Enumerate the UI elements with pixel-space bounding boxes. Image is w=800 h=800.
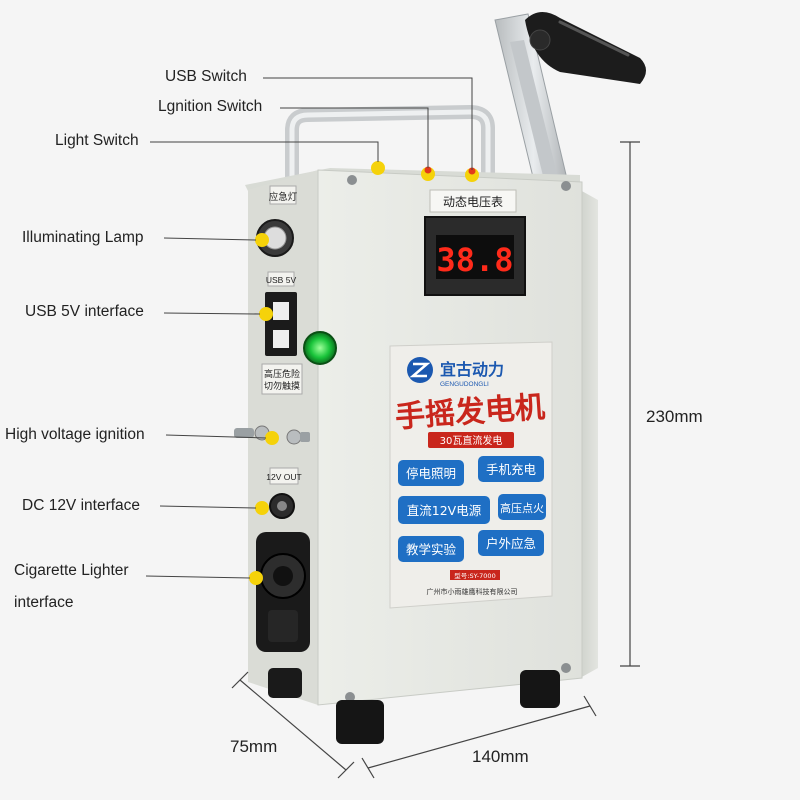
casing-side bbox=[580, 190, 598, 678]
voltmeter-reading: 38.8 bbox=[436, 241, 513, 279]
dimension-depth bbox=[231, 671, 355, 779]
feature-tag: 教学实验 bbox=[406, 542, 457, 557]
voltmeter-label: 动态电压表 bbox=[443, 195, 503, 209]
label-illuminating-lamp: Illuminating Lamp bbox=[22, 229, 144, 246]
label-dc-12v-interface: DC 12V interface bbox=[22, 497, 141, 514]
high-voltage-terminals bbox=[234, 425, 310, 445]
cigarette-lighter-socket bbox=[256, 532, 310, 652]
feature-tag: 直流12V电源 bbox=[407, 503, 482, 518]
usb-switch-marker bbox=[465, 168, 479, 182]
label-usb-5v-interface: USB 5V interface bbox=[25, 303, 144, 320]
high-voltage-marker bbox=[265, 431, 279, 445]
emergency-lamp-label: 应急灯 bbox=[269, 191, 298, 203]
illuminating-lamp-marker bbox=[255, 233, 269, 247]
usb-5v-marker bbox=[259, 307, 273, 321]
label-light-switch: Light Switch bbox=[55, 132, 139, 149]
foot-back bbox=[268, 668, 302, 698]
warning-label-line1: 高压危险 bbox=[264, 368, 300, 380]
dc-12v-marker bbox=[255, 501, 269, 515]
brand-logo-icon bbox=[407, 357, 433, 383]
cigarette-lighter-marker bbox=[249, 571, 263, 585]
crank-knob bbox=[525, 11, 646, 84]
dimension-depth-label: 75mm bbox=[230, 737, 278, 756]
feature-tag: 高压点火 bbox=[500, 501, 544, 515]
manufacturer: 广州市小雨雄鹰科技有限公司 bbox=[427, 587, 518, 596]
label-ignition-switch: Lgnition Switch bbox=[158, 98, 263, 115]
leader-lines bbox=[145, 77, 473, 579]
usb-label: USB 5V bbox=[266, 275, 297, 285]
dimension-height bbox=[620, 141, 640, 667]
feature-tag: 手机充电 bbox=[486, 462, 537, 477]
ignition-switch-marker bbox=[421, 167, 435, 181]
product-subtitle: 30瓦直流发电 bbox=[440, 434, 503, 447]
light-switch-marker bbox=[371, 161, 385, 175]
model-tag: 型号:SY-7000 bbox=[454, 571, 495, 580]
label-cigarette-lighter-line2: interface bbox=[14, 594, 74, 611]
foot-right bbox=[520, 670, 560, 708]
green-led-indicator bbox=[303, 331, 337, 365]
dimension-width-label: 140mm bbox=[472, 747, 529, 766]
foot-left bbox=[336, 700, 384, 744]
brand-name-cn: 宜古动力 bbox=[440, 360, 504, 379]
label-high-voltage-ignition: High voltage ignition bbox=[5, 426, 145, 443]
label-cigarette-lighter-line1: Cigarette Lighter bbox=[14, 562, 129, 579]
feature-tag: 停电照明 bbox=[406, 466, 456, 481]
label-usb-switch: USB Switch bbox=[165, 68, 247, 85]
dc-out-label: 12V OUT bbox=[266, 472, 301, 482]
feature-tag: 户外应急 bbox=[486, 536, 536, 551]
warning-label-line2: 切勿触摸 bbox=[264, 380, 300, 392]
brand-name-en: GENGUDONGLI bbox=[440, 381, 489, 388]
feature-tags: 停电照明 手机充电 直流12V电源 高压点火 教学实验 户外应急 bbox=[398, 456, 546, 562]
dimension-height-label: 230mm bbox=[646, 407, 703, 426]
dimension-width bbox=[361, 695, 597, 779]
